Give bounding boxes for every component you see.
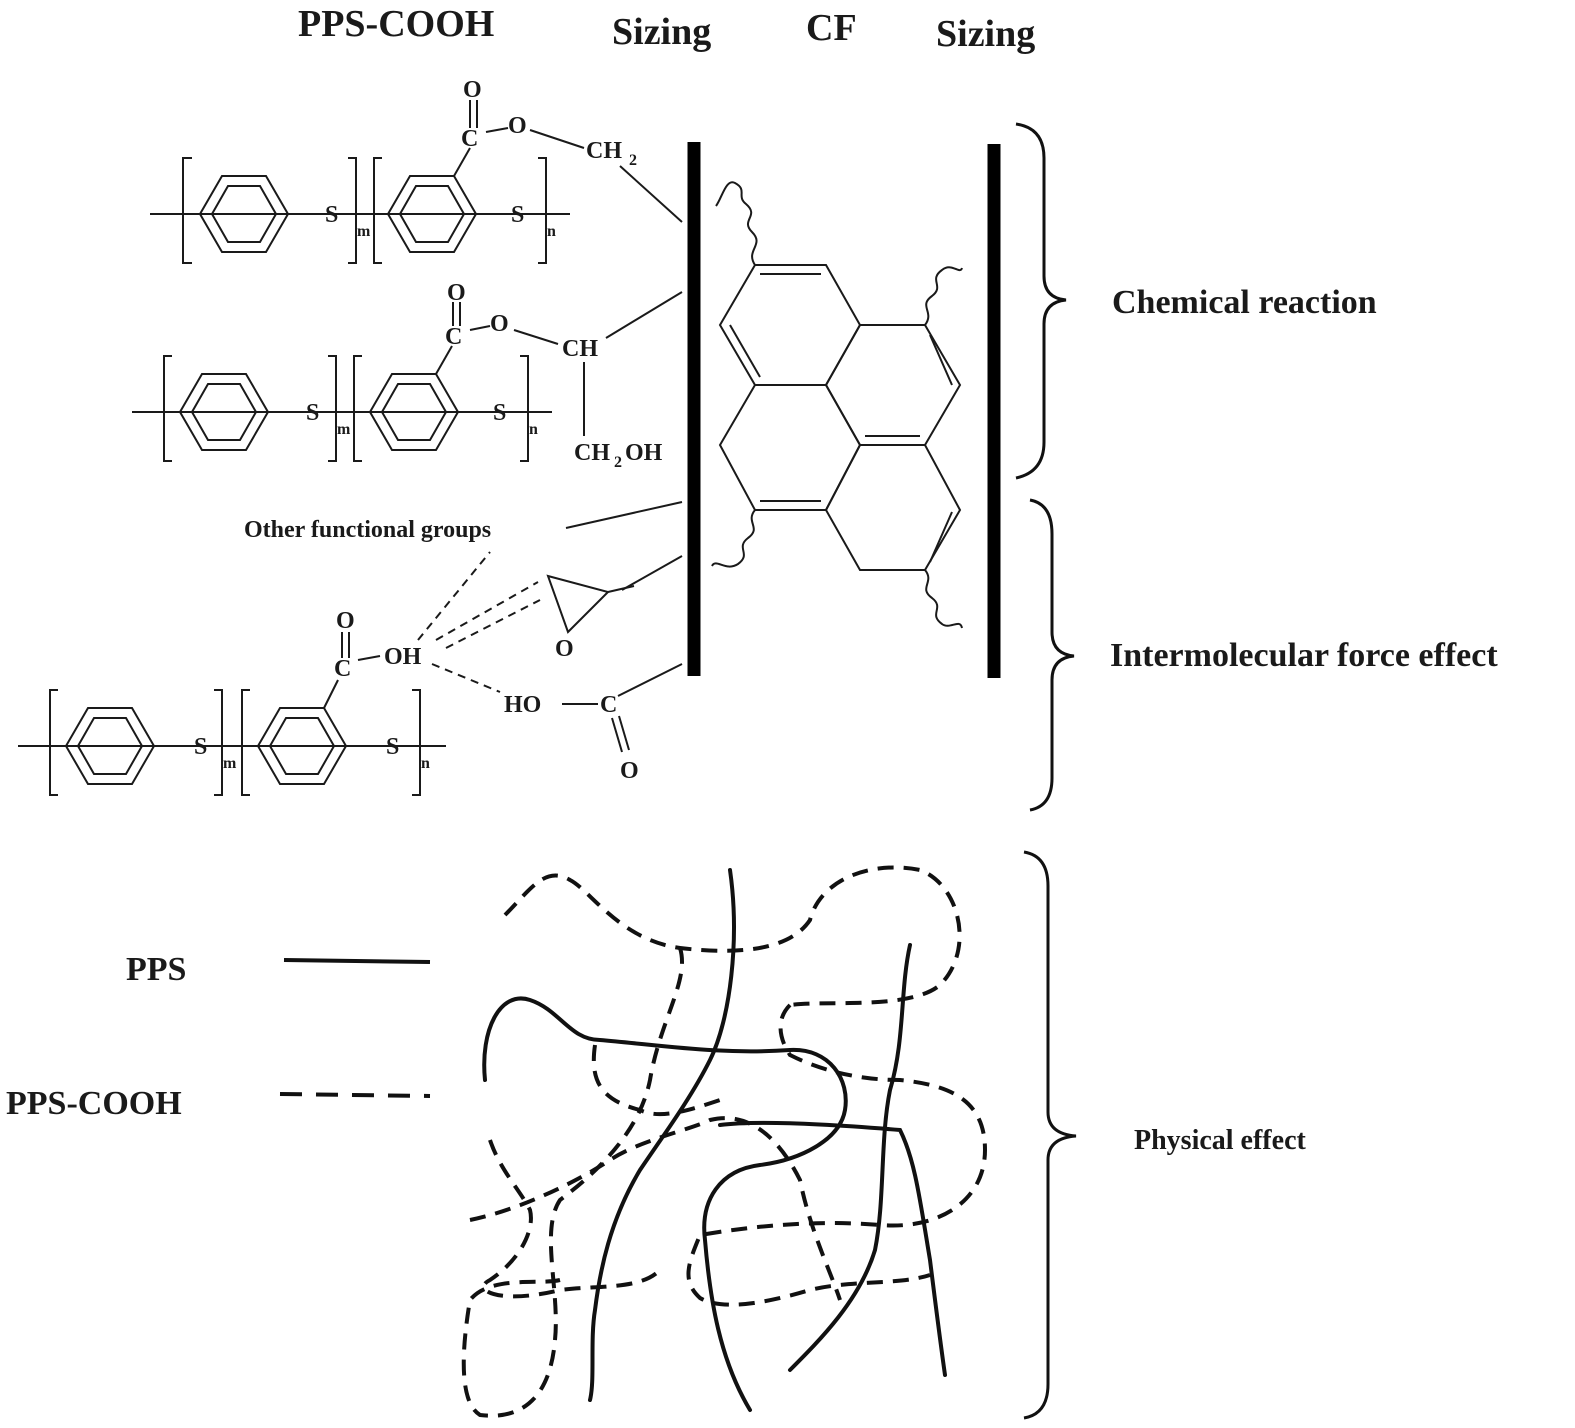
label-physical-effect: Physical effect (1134, 1125, 1306, 1156)
atom-m: m (357, 223, 371, 240)
header-pps-cooh: PPS-COOH (298, 3, 494, 45)
atom-m: m (223, 755, 237, 772)
brace-chemical-reaction (1015, 122, 1067, 480)
atom-ho: HO (504, 692, 541, 718)
molecule-cooh-hbond: S m S n C O OH HO C O (18, 551, 683, 796)
molecule-ester-ch2: S m S n C O O CH 2 (150, 77, 683, 264)
atom-s: S (511, 202, 524, 228)
label-chemical-reaction: Chemical reaction (1112, 284, 1377, 321)
atom-s: S (386, 734, 399, 760)
atom-o: O (508, 113, 527, 139)
entangled-chains (461, 865, 988, 1418)
atom-ch: CH (562, 336, 598, 362)
atom-o: O (490, 311, 509, 337)
legend-pps-line (283, 958, 431, 964)
atom-o: O (555, 636, 574, 662)
molecule-ester-ch-ch2oh: S m S n C O O CH CH 2 OH (132, 280, 683, 471)
brace-physical-effect (1023, 850, 1077, 1420)
atom-ch2oh: CH (574, 440, 610, 466)
legend-pps-cooh-label: PPS-COOH (6, 1085, 182, 1122)
atom-s: S (194, 734, 207, 760)
atom-c: C (445, 324, 462, 350)
carbon-fiber-structure (711, 181, 963, 629)
atom-oh: OH (625, 440, 663, 466)
atom-c: C (461, 126, 478, 152)
hbond-dash (417, 551, 491, 641)
atom-c: C (600, 692, 617, 718)
atom-o: O (620, 758, 639, 784)
hbond-dash (431, 663, 501, 693)
other-functional-groups-label: Other functional groups (244, 517, 491, 543)
atom-n: n (529, 421, 538, 438)
atom-m: m (337, 421, 351, 438)
atom-o: O (463, 77, 482, 103)
atom-o: O (447, 280, 466, 306)
atom-n: n (421, 755, 430, 772)
legend-pps-cooh-line (279, 1092, 431, 1098)
atom-ch: CH (586, 138, 622, 164)
brace-intermolecular (1029, 498, 1075, 812)
label-intermolecular-force-effect: Intermolecular force effect (1110, 637, 1498, 674)
header-sizing-right: Sizing (936, 13, 1035, 55)
atom-subscript: 2 (614, 454, 622, 471)
epoxide-group: O (546, 555, 683, 662)
atom-s: S (306, 400, 319, 426)
atom-o: O (336, 608, 355, 634)
atom-s: S (325, 202, 338, 228)
header-cf: CF (806, 7, 857, 49)
atom-oh: OH (384, 644, 422, 670)
header-sizing-left: Sizing (612, 11, 711, 53)
atom-subscript: 2 (629, 152, 637, 169)
hbond-dash (435, 581, 539, 641)
legend-pps-label: PPS (126, 951, 186, 988)
atom-s: S (493, 400, 506, 426)
atom-n: n (547, 223, 556, 240)
atom-c: C (334, 656, 351, 682)
hbond-dash (445, 599, 541, 649)
